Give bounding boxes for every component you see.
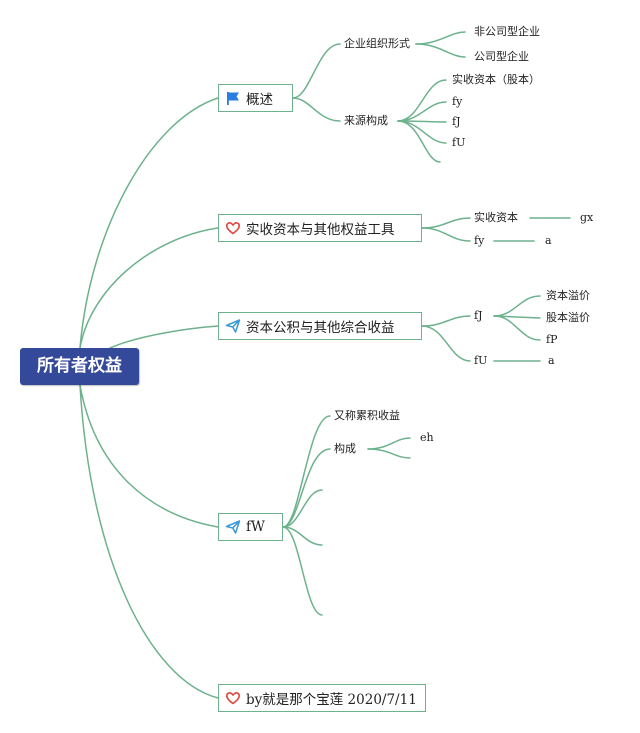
node-fy-2[interactable]: fy (474, 234, 485, 247)
send-icon (225, 519, 241, 535)
branch-capital-reserve[interactable]: 资本公积与其他综合收益 (218, 312, 422, 340)
send-icon (225, 318, 241, 334)
node-fj[interactable]: fJ (452, 115, 461, 128)
node-source-composition[interactable]: 来源构成 (344, 114, 388, 127)
branch-overview[interactable]: 概述 (218, 84, 293, 112)
branch-capital-reserve-label: 资本公积与其他综合收益 (246, 320, 395, 336)
node-share-premium[interactable]: 股本溢价 (546, 311, 590, 324)
branch-author[interactable]: by就是那个宝莲 2020/7/11 (218, 684, 426, 712)
branch-fw[interactable]: fW (218, 513, 283, 541)
flag-icon (225, 90, 241, 106)
branch-paid-in-capital-label: 实收资本与其他权益工具 (246, 222, 395, 238)
branch-author-label: by就是那个宝莲 2020/7/11 (246, 692, 417, 708)
branch-overview-label: 概述 (246, 92, 273, 108)
node-capital-premium[interactable]: 资本溢价 (546, 289, 590, 302)
node-fu[interactable]: fU (452, 136, 466, 149)
node-eh[interactable]: eh (420, 431, 434, 444)
root-node[interactable]: 所有者权益 (20, 348, 139, 385)
node-fu-2[interactable]: fU (474, 354, 488, 367)
heart-icon (225, 690, 241, 706)
node-paid-in-capital-shares[interactable]: 实收资本（股本） (452, 73, 540, 86)
node-accumulated-earnings[interactable]: 又称累积收益 (334, 409, 400, 422)
node-fj-2[interactable]: fJ (474, 309, 483, 322)
node-paid-in-capital[interactable]: 实收资本 (474, 211, 518, 224)
node-a[interactable]: a (545, 234, 552, 247)
node-a-2[interactable]: a (548, 354, 555, 367)
node-fp[interactable]: fP (546, 333, 558, 346)
node-corporate[interactable]: 公司型企业 (474, 50, 529, 63)
node-fy[interactable]: fy (452, 95, 463, 108)
node-composition[interactable]: 构成 (334, 442, 356, 455)
heart-icon (225, 220, 241, 236)
node-non-corporate[interactable]: 非公司型企业 (474, 25, 540, 38)
branch-fw-label: fW (246, 519, 265, 535)
branch-paid-in-capital[interactable]: 实收资本与其他权益工具 (218, 214, 422, 242)
node-gx[interactable]: gx (580, 211, 594, 224)
node-org-form[interactable]: 企业组织形式 (344, 37, 410, 50)
